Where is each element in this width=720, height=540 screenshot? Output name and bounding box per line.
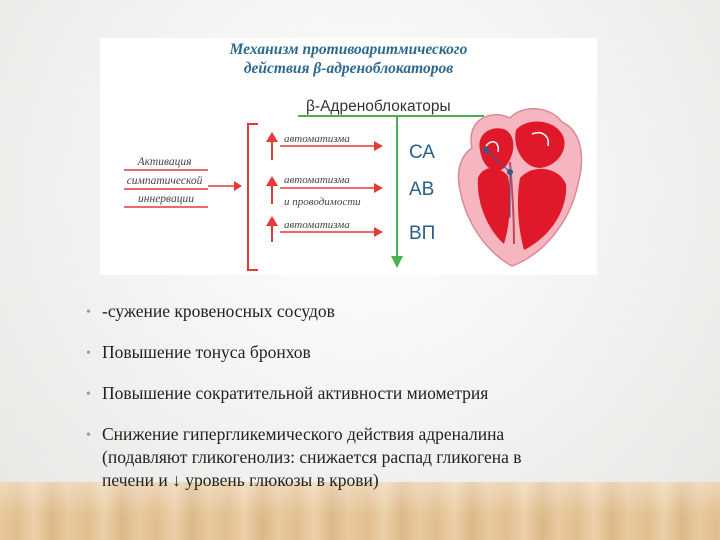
node-vp: ВП: [409, 223, 435, 244]
up-arrow-3-head: [266, 216, 278, 226]
mechanism-diagram: β-Адреноблокаторы Активация симпатическо…: [124, 98, 583, 271]
heart-highlight-2: [531, 132, 550, 147]
heart-right-ventricle: [477, 167, 511, 244]
row-label-2: автоматизма: [284, 174, 350, 186]
heart-left-atrium: [515, 121, 565, 168]
bullet-item: • -сужение кровеносных сосудов: [86, 300, 686, 323]
row-arrow-2-head: [374, 183, 383, 193]
heart-highlight-1: [485, 141, 500, 153]
bullet-text: -сужение кровеносных сосудов: [102, 301, 335, 321]
figure-title-line-2: действия β-адреноблокаторов: [243, 60, 454, 77]
up-arrow-2-head: [266, 176, 278, 186]
activation-line-2: симпатической: [127, 174, 203, 187]
svg-text:Активация симпатической: Активация симпатической иннервации: [127, 156, 206, 205]
figure-title-line-1: Механизм противоаритмического: [229, 41, 468, 58]
bullet-dot: •: [86, 428, 91, 443]
figure-title: Механизм противоаритмического действия β…: [100, 40, 597, 78]
up-arrow-1-head: [266, 132, 278, 142]
bullet-item: • Снижение гипергликемического действия …: [86, 423, 686, 492]
floor-shade: [0, 482, 720, 540]
bullet-dot: •: [86, 305, 91, 320]
beta-arrow-head: [391, 256, 403, 268]
bullet-item: • Повышение тонуса бронхов: [86, 341, 686, 364]
row-label-4: автоматизма: [284, 219, 350, 231]
row-label-1: автоматизма: [284, 133, 350, 145]
node-av: АВ: [409, 179, 434, 200]
activation-connector-head: [234, 181, 242, 191]
node-sa: СА: [409, 142, 435, 163]
activation-line-1: Активация: [137, 156, 192, 168]
effects-list: • -сужение кровеносных сосудов • Повышен…: [86, 300, 686, 510]
mechanism-figure: Механизм противоаритмического действия β…: [100, 38, 597, 275]
bullet-text-line-3: печени и ↓ уровень глюкозы в крови): [102, 470, 379, 490]
wood-floor: [0, 482, 720, 540]
heart-conduction-path: [485, 149, 511, 218]
bullet-text: Повышение сократительной активности миом…: [102, 383, 489, 403]
beta-blockers-label: β-Адреноблокаторы: [306, 98, 451, 115]
red-bracket: [247, 123, 258, 271]
heart-right-atrium: [479, 128, 514, 171]
row-arrow-1-head: [374, 141, 383, 151]
row-label-3: и проводимости: [284, 196, 361, 208]
heart-left-ventricle: [517, 168, 567, 250]
row-arrow-3-head: [374, 227, 383, 237]
heart-illustration: [457, 108, 583, 267]
bullet-dot: •: [86, 346, 91, 361]
bullet-dot: •: [86, 387, 91, 402]
bullet-text: Снижение гипергликемического действия ад…: [102, 424, 505, 444]
bullet-item: • Повышение сократительной активности ми…: [86, 382, 686, 405]
bullet-text-line-2: (подавляют гликогенолиз: снижается распа…: [102, 447, 522, 467]
activation-line-3: иннервации: [138, 193, 194, 205]
bullet-text: Повышение тонуса бронхов: [102, 342, 311, 362]
